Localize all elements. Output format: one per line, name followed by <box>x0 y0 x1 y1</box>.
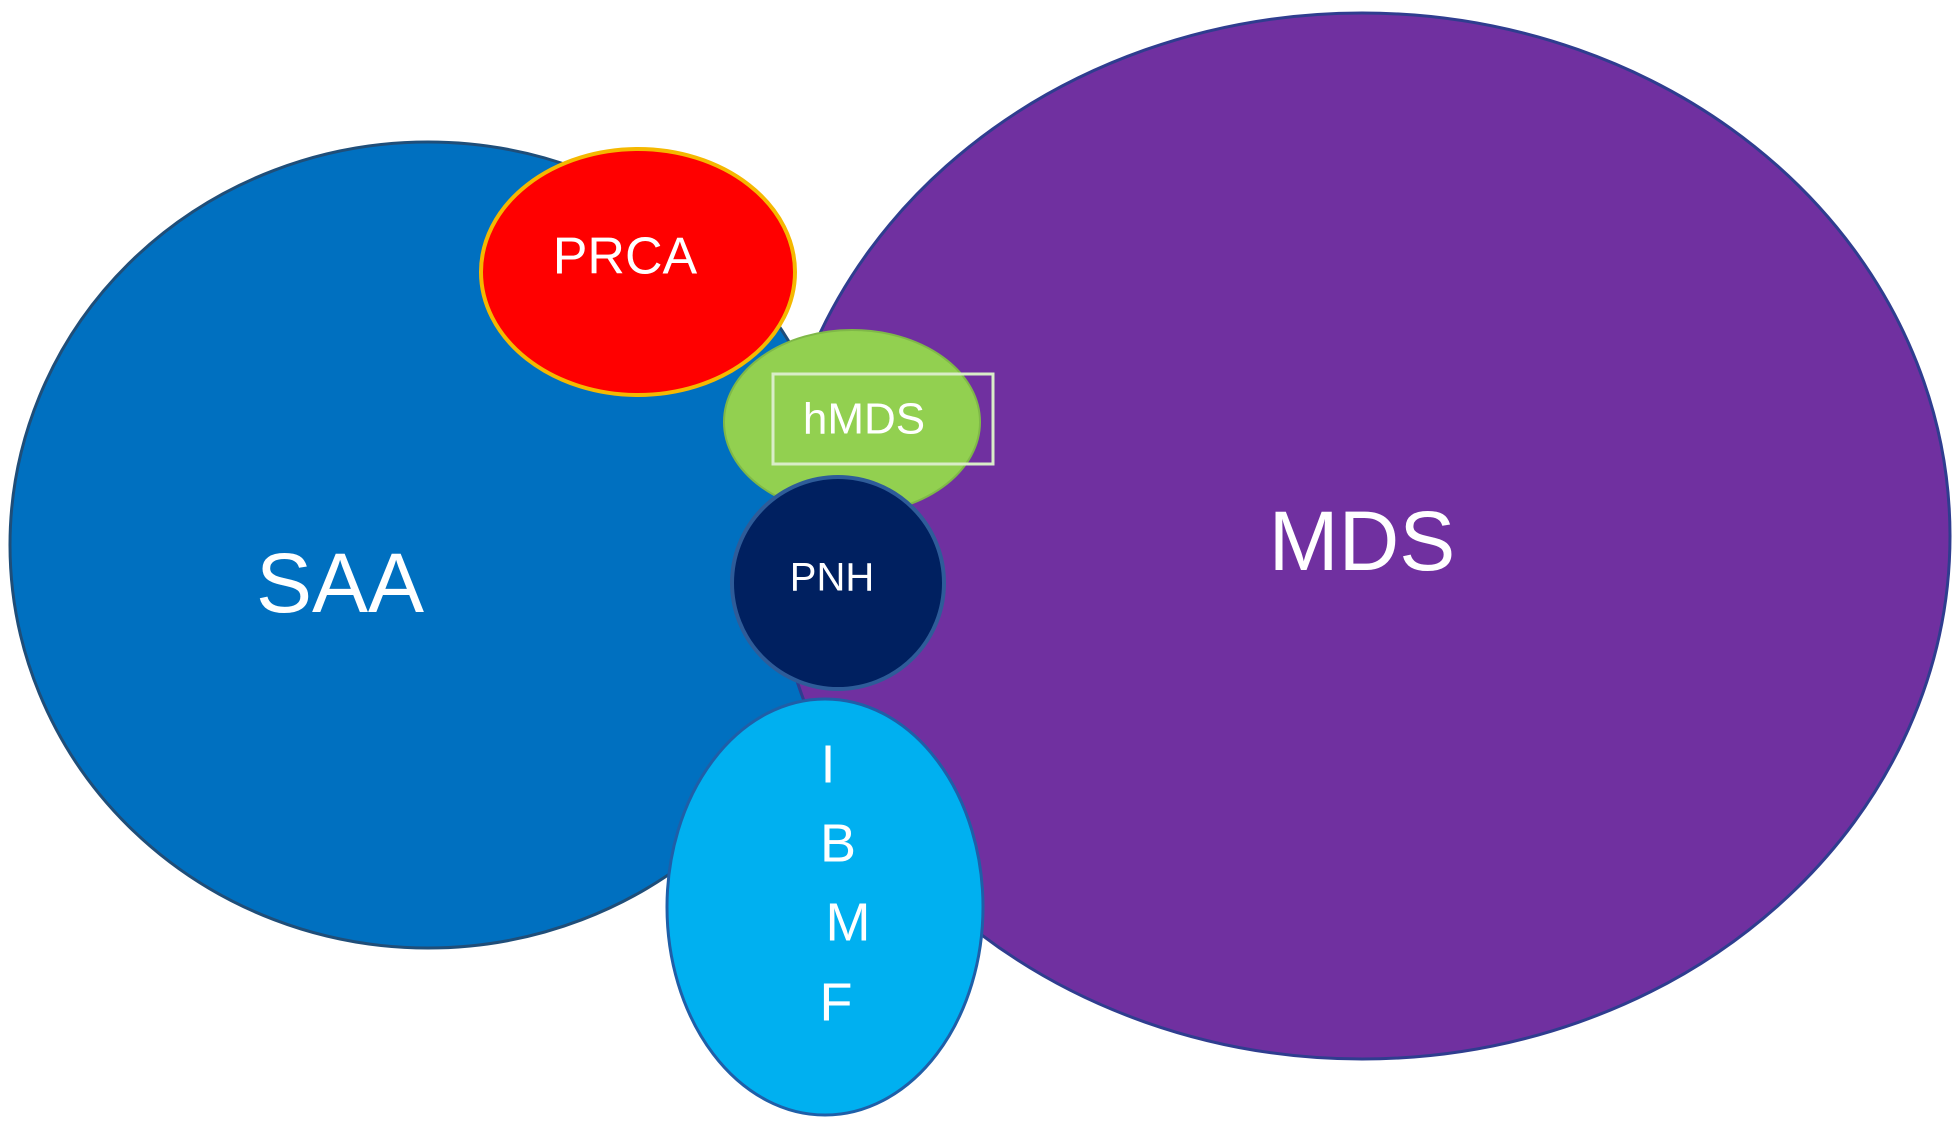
pnh-label: PNH <box>790 556 874 600</box>
hmds-label-box <box>771 372 995 466</box>
ibmf-label-line-3: M <box>826 892 871 952</box>
ibmf-label-line-4: F <box>820 972 853 1032</box>
prca-ellipse <box>479 147 797 397</box>
ibmf-label-line-1: I <box>820 734 835 794</box>
hmds-label: hMDS <box>803 395 925 444</box>
saa-label: SAA <box>256 536 424 630</box>
mds-label: MDS <box>1269 494 1456 588</box>
ibmf-ellipse <box>665 697 985 1117</box>
pnh-ellipse <box>730 475 946 691</box>
ibmf-label-line-2: B <box>820 813 856 873</box>
prca-label: PRCA <box>553 228 698 286</box>
